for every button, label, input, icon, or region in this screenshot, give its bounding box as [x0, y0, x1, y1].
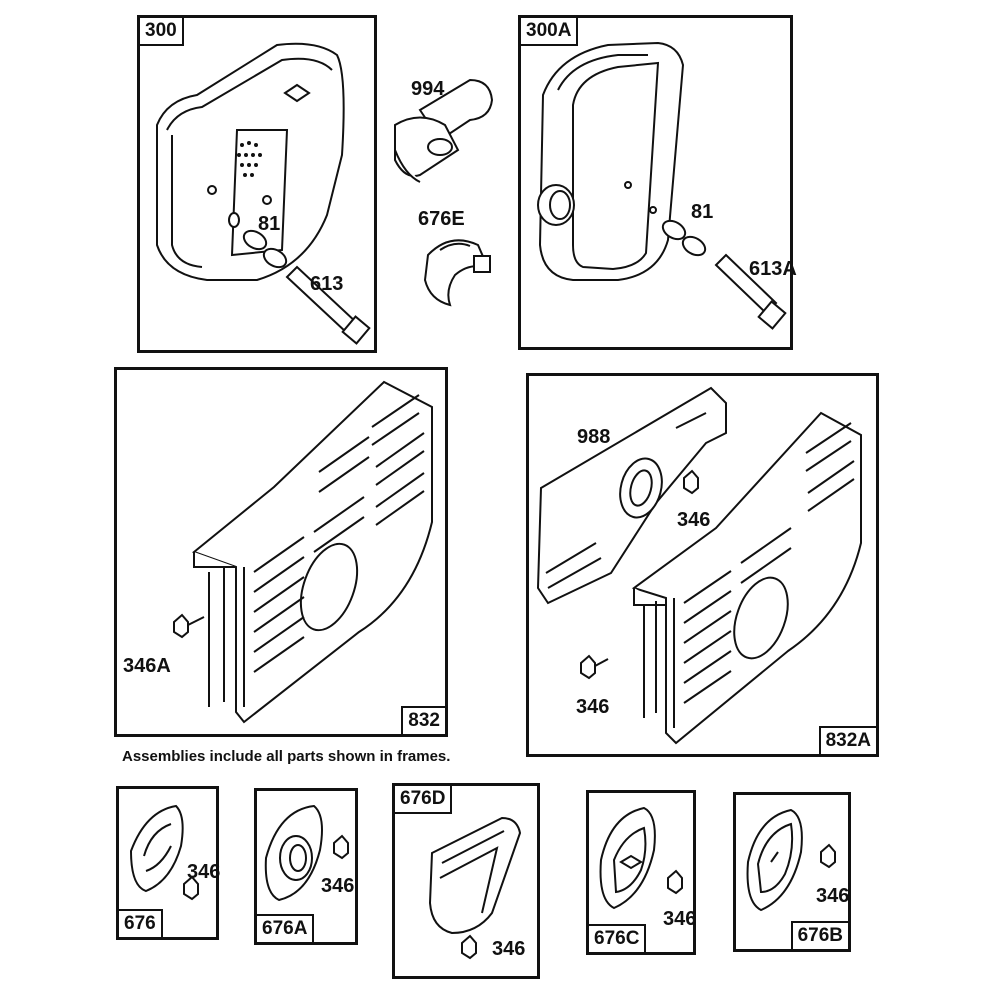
frame-676a: 676A 346 [254, 788, 358, 945]
frame-label-676b: 676B [790, 921, 850, 951]
frame-label-300: 300 [138, 16, 184, 46]
callout-676e: 676E [418, 208, 465, 230]
frame-label-676: 676 [117, 909, 163, 939]
callout-346-676d: 346 [492, 938, 526, 960]
frame-300a: 300A 81 613A [518, 15, 797, 350]
callout-346-676c: 346 [663, 908, 697, 930]
callout-346-676: 346 [187, 861, 221, 883]
callout-613: 613 [310, 273, 344, 295]
callout-81-left: 81 [258, 213, 281, 235]
bolt-613a-icon [714, 253, 778, 315]
washer-81-icon [242, 229, 268, 251]
deflector-676a-icon [264, 804, 349, 902]
callout-346-lower: 346 [576, 696, 610, 718]
exhaust-pipe-clamp-994-icon [395, 80, 492, 182]
frame-label-300a: 300A [519, 16, 579, 46]
muffler-300a-icon [537, 41, 787, 330]
frame-676c: 676C 346 [586, 790, 696, 955]
callout-346-upper: 346 [677, 509, 711, 531]
callout-613a: 613A [749, 258, 797, 280]
frame-label-832a: 832A [818, 726, 878, 756]
screw-346-676a-icon [333, 834, 349, 860]
callout-994: 994 [411, 78, 445, 100]
frame-label-676d: 676D [393, 784, 453, 814]
muffler-guard-832a-icon [536, 386, 862, 745]
screw-346-676d-icon [461, 934, 477, 960]
frame-832: 832 346A [114, 367, 448, 737]
screw-346-lower-icon [580, 654, 596, 680]
frame-676: 676 346 [116, 786, 221, 940]
callout-346-676a: 346 [321, 875, 355, 897]
frame-832a: 832A [526, 373, 879, 757]
screw-346-676-icon [183, 875, 199, 901]
screw-346-676c-icon [667, 869, 683, 895]
frame-label-832: 832 [401, 706, 447, 736]
callout-346a: 346A [123, 655, 171, 677]
deflector-676d-icon [428, 816, 522, 960]
frame-676b: 676B 346 [733, 792, 851, 952]
frame-676d: 676D 346 [392, 783, 540, 979]
callout-988: 988 [577, 426, 611, 448]
deflector-676-icon [129, 804, 199, 901]
screw-346-upper-icon [683, 469, 699, 495]
muffler-300-icon [156, 42, 371, 345]
washer-81-right-icon [661, 219, 687, 241]
frame-label-676a: 676A [255, 914, 315, 944]
screw-346a-icon [173, 613, 189, 639]
muffler-guard-832-icon [173, 380, 433, 724]
callout-81-right: 81 [691, 201, 714, 223]
frame-label-676c: 676C [587, 924, 647, 954]
screw-346-676b-icon [820, 843, 836, 869]
deflector-676c-icon [599, 806, 683, 910]
pipe-clamp-676e-icon [425, 240, 490, 305]
bracket-988-icon [536, 386, 727, 605]
assemblies-note: Assemblies include all parts shown in fr… [122, 748, 451, 765]
callout-346-676b: 346 [816, 885, 850, 907]
frame-300: 300 81 613 [137, 15, 377, 353]
deflector-676b-icon [746, 808, 836, 912]
